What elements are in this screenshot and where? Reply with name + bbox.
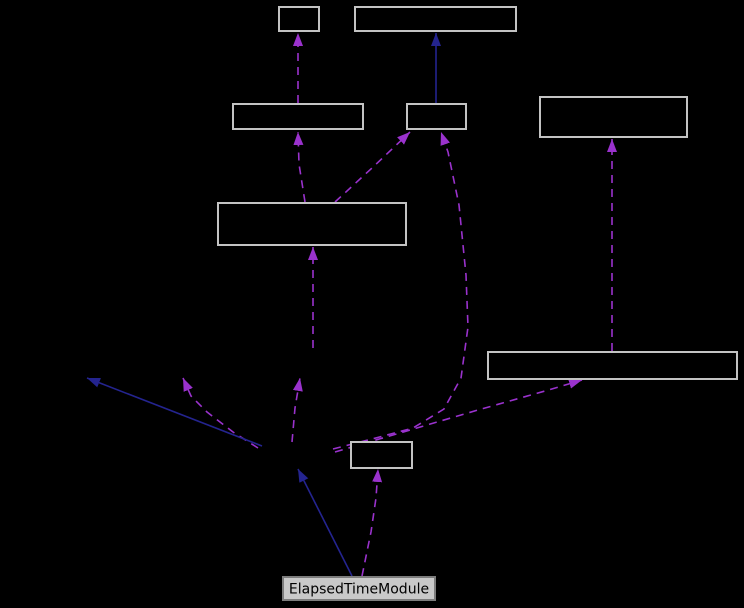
node-lower-small-class	[350, 441, 413, 469]
node-box-top-small-class[interactable]	[278, 6, 320, 32]
node-box-top-wide-class[interactable]	[354, 6, 517, 32]
node-mid-small-class	[406, 103, 467, 130]
node-box-elapsed-time-module	[282, 576, 436, 601]
edge-centerwide-to-midleft	[293, 131, 306, 203]
node-box-mid-small-class[interactable]	[406, 103, 467, 130]
edge-etm-to-lowersmall	[361, 468, 383, 577]
node-upper-right-class	[539, 96, 688, 138]
edge-hiddenx-to-lowerright	[334, 378, 583, 453]
node-lower-right-long-class	[487, 351, 738, 380]
edge-centerwide-to-midsmall	[334, 131, 411, 203]
node-mid-left-class	[232, 103, 364, 130]
edge-hiddenx-to-hidden	[291, 377, 303, 443]
node-elapsed-time-module: ElapsedTimeModule	[282, 576, 436, 601]
edge-hiddenx-to-midsmall	[332, 131, 469, 450]
node-box-center-wide-class[interactable]	[217, 202, 407, 246]
node-box-lower-right-long-class[interactable]	[487, 351, 738, 380]
node-box-lower-small-class[interactable]	[350, 441, 413, 469]
node-box-upper-right-class[interactable]	[539, 96, 688, 138]
node-center-wide-class	[217, 202, 407, 246]
edge-hiddenx-to-hiddenfar	[86, 377, 263, 447]
node-top-small-class	[278, 6, 320, 32]
node-box-mid-left-class[interactable]	[232, 103, 364, 130]
edge-etm-to-hiddenx	[297, 468, 353, 577]
node-top-wide-class	[354, 6, 517, 32]
node-label-elapsed-time-module: ElapsedTimeModule	[289, 582, 429, 598]
